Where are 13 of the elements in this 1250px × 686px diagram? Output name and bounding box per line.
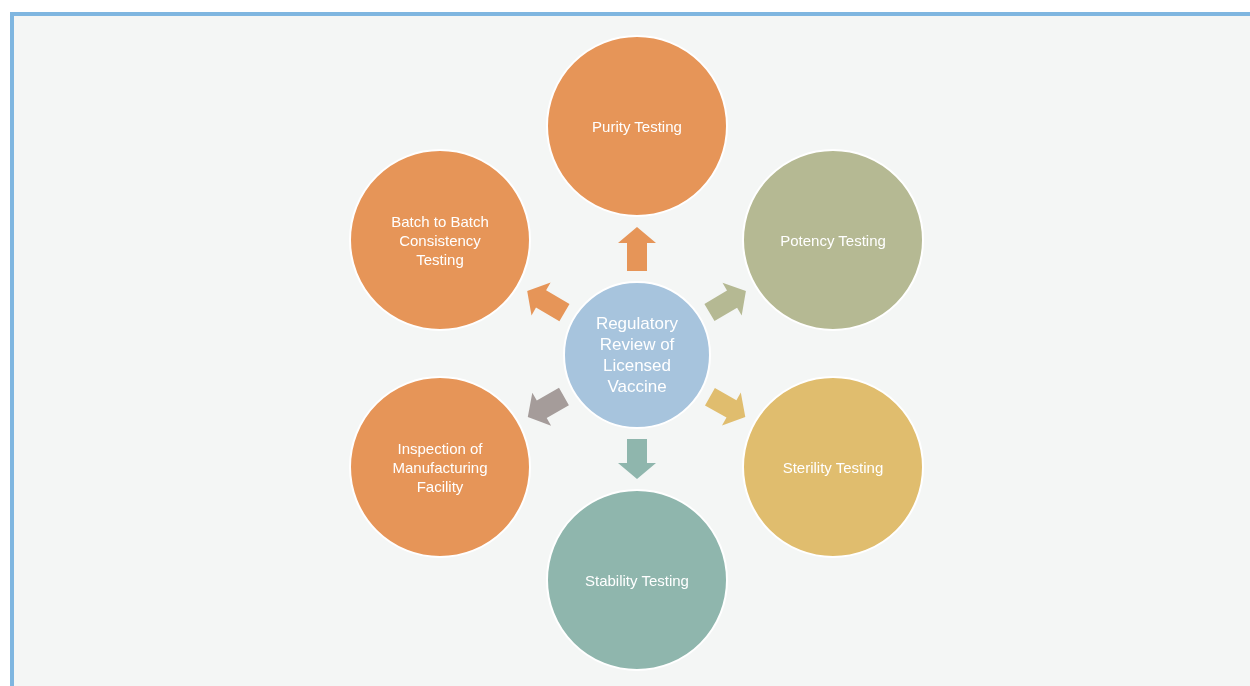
- block-arrow: [527, 282, 570, 322]
- block-arrow: [527, 387, 569, 426]
- node-label: Stability Testing: [585, 570, 689, 590]
- node-label: Inspection of Manufacturing Facility: [391, 438, 489, 496]
- node-label: Regulatory Review of Licensed Vaccine: [594, 313, 680, 397]
- node-label: Sterility Testing: [782, 457, 884, 477]
- node-label: Batch to Batch Consistency Testing: [390, 211, 490, 269]
- node-label: Potency Testing: [780, 230, 886, 250]
- block-arrow: [618, 439, 656, 479]
- block-arrow: [705, 388, 746, 426]
- block-arrow: [618, 227, 656, 271]
- block-arrow: [704, 282, 746, 322]
- node-label: Purity Testing: [592, 116, 682, 136]
